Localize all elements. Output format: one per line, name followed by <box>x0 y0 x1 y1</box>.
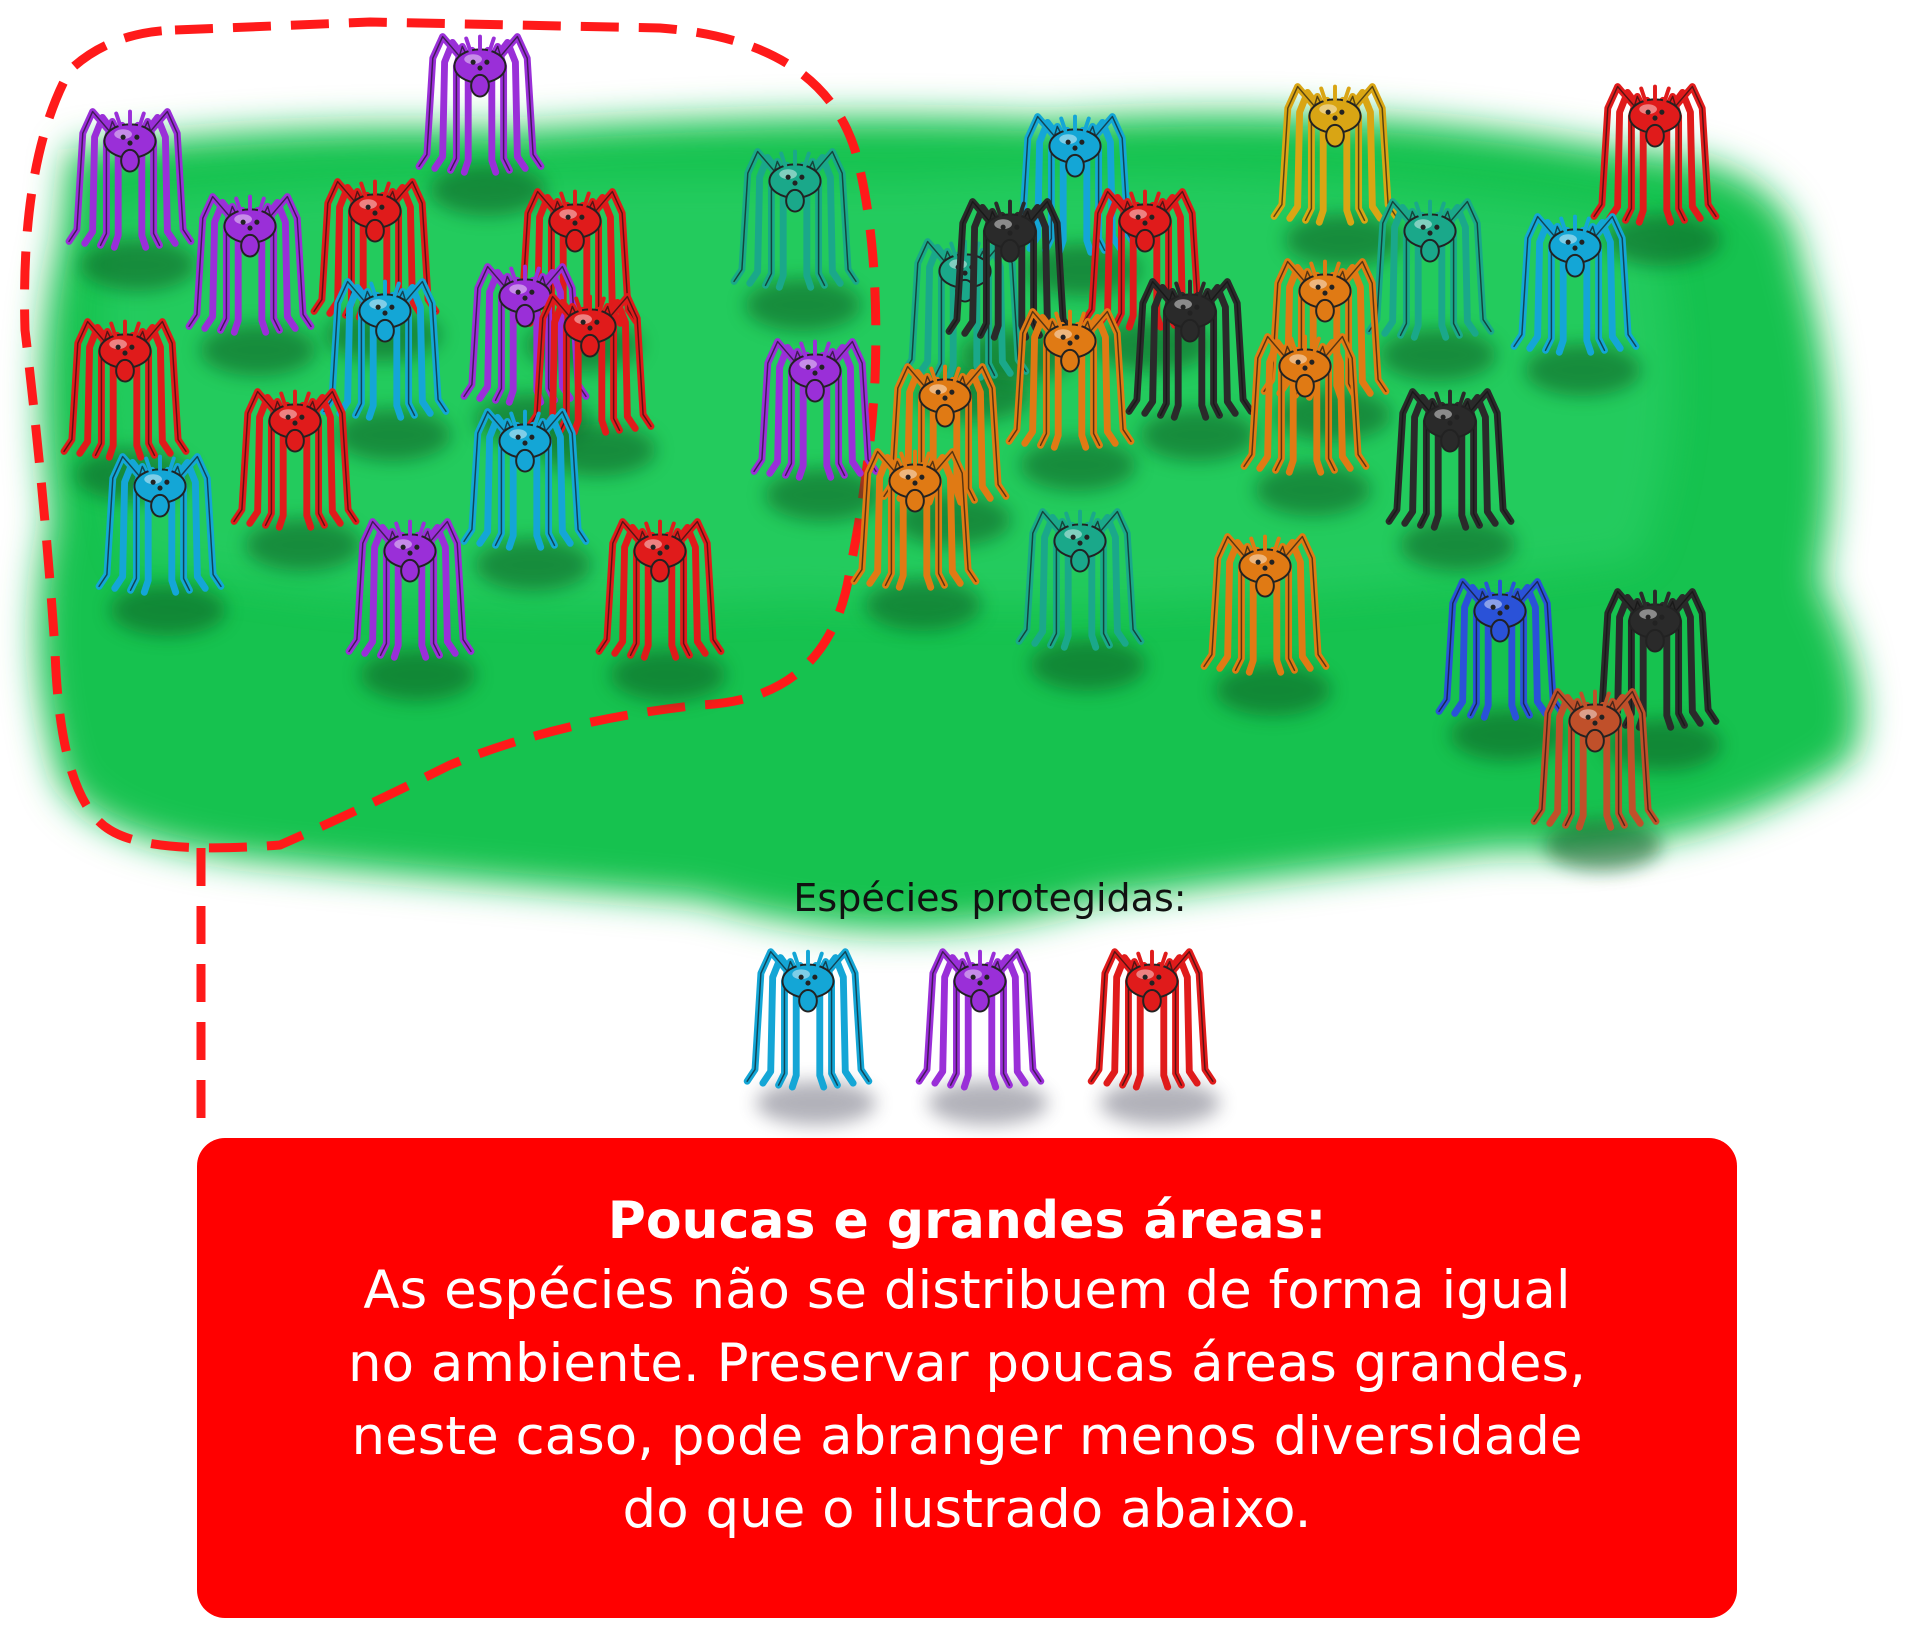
caption-line-2: no ambiente. Preservar poucas áreas gran… <box>348 1333 1586 1394</box>
legend-spider-blue-icon <box>747 952 869 1087</box>
spider-shadow <box>430 164 546 216</box>
spider-shadow <box>1525 344 1641 396</box>
spider-shadow <box>865 579 981 631</box>
spider-shadow <box>1605 214 1721 266</box>
caption-line-3: neste caso, pode abranger menos diversid… <box>351 1406 1583 1467</box>
spider-shadow <box>610 649 726 701</box>
spider-shadow <box>765 469 881 521</box>
spider-shadow <box>1450 709 1566 761</box>
spider-shadow <box>1215 664 1331 716</box>
spider-shadow <box>1605 719 1721 771</box>
spider-shadow <box>335 409 451 461</box>
legend-spider-shadow <box>756 1081 876 1125</box>
caption-title: Poucas e grandes áreas: <box>607 1191 1327 1251</box>
protected-species-label: Espécies protegidas: <box>793 876 1187 920</box>
spider-shadow <box>1275 389 1391 441</box>
spider-shadow <box>1140 409 1256 461</box>
spider-shadow <box>1545 819 1661 871</box>
spider-shadow <box>360 649 476 701</box>
spider-shadow <box>200 324 316 376</box>
spider-shadow <box>1020 439 1136 491</box>
spider-shadow <box>110 584 226 636</box>
spider-shadow <box>1030 639 1146 691</box>
legend-spider-purple-icon <box>919 952 1041 1087</box>
protected-species-legend <box>747 952 1220 1125</box>
spider-shadow <box>475 539 591 591</box>
spider-shadow <box>1285 214 1401 266</box>
spider-shadow <box>1255 464 1371 516</box>
caption-line-4: do que o ilustrado abaixo. <box>622 1479 1312 1540</box>
legend-spider-red-icon <box>1091 952 1213 1087</box>
spider-shadow <box>80 239 196 291</box>
spider-shadow <box>745 279 861 331</box>
caption-box: Poucas e grandes áreas: As espécies não … <box>197 1138 1737 1618</box>
legend-spider-shadow <box>928 1081 1048 1125</box>
spider-shadow <box>245 519 361 571</box>
caption-line-1: As espécies não se distribuem de forma i… <box>363 1260 1571 1321</box>
large-area-outline <box>20 17 881 853</box>
legend-spider-shadow <box>1100 1081 1220 1125</box>
spider-shadow <box>1380 329 1496 381</box>
spider-shadow <box>1400 519 1516 571</box>
